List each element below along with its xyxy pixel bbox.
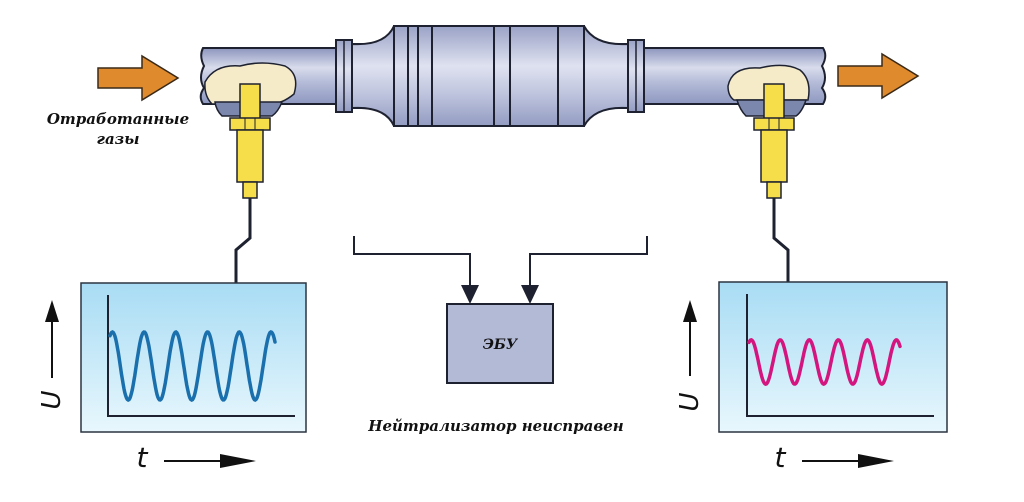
downstream-y-axis-label: U: [675, 392, 705, 411]
ecu-signal-line-right: [529, 236, 648, 290]
downstream-x-axis-label: t: [775, 441, 787, 474]
upstream-x-axis-label: t: [137, 441, 149, 474]
downstream-sensor-wire: [772, 198, 790, 283]
downstream-signal-wave: [747, 338, 902, 386]
ecu-box: [446, 303, 554, 384]
converter-status-label: Нейтрализатор неисправен: [367, 417, 623, 435]
exhaust-gases-label-line2: газы: [97, 130, 140, 148]
ecu-input-arrow-right-icon: [521, 285, 539, 304]
ecu-input-arrow-left-icon: [461, 285, 479, 304]
catalytic-converter: [335, 25, 645, 127]
upstream-signal-graph: U t: [37, 282, 307, 474]
upstream-sensor-wire: [234, 198, 252, 283]
ecu-signal-line-left: [353, 236, 471, 290]
upstream-y-axis-label: U: [37, 390, 67, 409]
outflow-arrow-icon: [837, 52, 920, 100]
inflow-arrow-icon: [97, 54, 180, 102]
downstream-oxygen-sensor: [727, 64, 810, 283]
downstream-signal-graph: U t: [675, 281, 948, 474]
ecu-label: ЭБУ: [483, 337, 519, 353]
upstream-signal-wave: [108, 329, 277, 403]
upstream-oxygen-sensor: [204, 62, 297, 283]
exhaust-gases-label-line1: Отработанные: [47, 110, 189, 128]
